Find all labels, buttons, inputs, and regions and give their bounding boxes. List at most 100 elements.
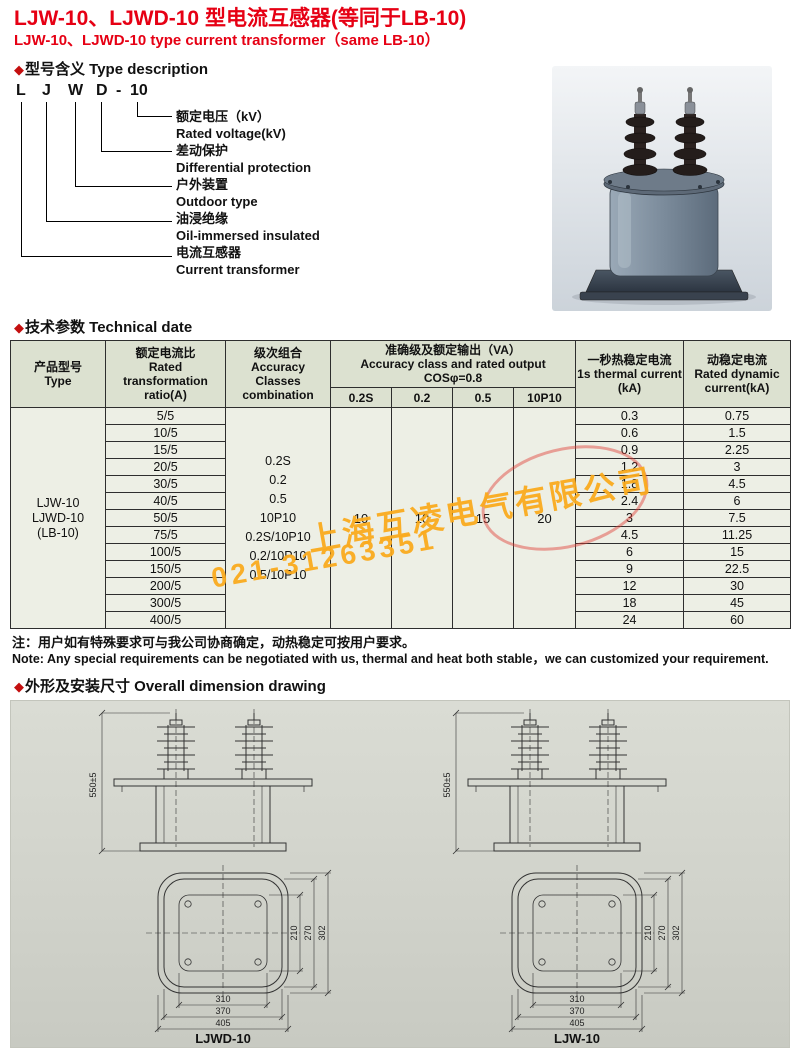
dynamic-cell: 4.5 xyxy=(683,475,792,493)
thermal-cell: 0.6 xyxy=(575,424,685,442)
note-cn: 注：用户如有特殊要求可与我公司协商确定，动热稳定可按用户要求。 xyxy=(12,635,416,650)
desc-cn: 差动保护 xyxy=(176,143,229,158)
dynamic-cell: 6 xyxy=(683,492,792,510)
header-thermal: 一秒热稳定电流 1s thermal current (kA) xyxy=(575,340,685,408)
code-letter-l: L xyxy=(16,82,26,99)
ratio-cell: 400/5 xyxy=(105,611,226,629)
accuracy-cell: 0.2S 0.2 0.5 10P10 0.2S/10P10 0.2/10P10 … xyxy=(225,407,331,629)
desc-en: Differential protection xyxy=(176,160,312,175)
header-sub-02s: 0.2S xyxy=(330,387,392,408)
desc-en: Outdoor type xyxy=(176,194,258,209)
dynamic-cell: 30 xyxy=(683,577,792,595)
desc-en: Rated voltage(kV) xyxy=(176,126,286,141)
ratio-cell: 30/5 xyxy=(105,475,226,493)
product-photo xyxy=(552,66,772,311)
ratio-cell: 150/5 xyxy=(105,560,226,578)
type-cell: LJW-10 LJWD-10 (LB-10) xyxy=(10,407,106,629)
dimension-drawing-panel: LJWD-10 LJW-10 xyxy=(10,700,790,1048)
ratio-cell: 300/5 xyxy=(105,594,226,612)
connector-line xyxy=(137,102,172,117)
thermal-cell: 6 xyxy=(575,543,685,561)
type-code-descriptions: 额定电压（kV） Rated voltage(kV) 差动保护 Differen… xyxy=(176,108,320,278)
connector-line xyxy=(101,102,172,152)
section-heading-dimension-drawing: ◆外形及安装尺寸 Overall dimension drawing xyxy=(14,675,800,696)
header-sub-02: 0.2 xyxy=(391,387,453,408)
desc-cn: 电流互感器 xyxy=(176,245,242,260)
thermal-cell: 1.2 xyxy=(575,458,685,476)
code-letter-w: W xyxy=(68,82,84,99)
dynamic-cell: 11.25 xyxy=(683,526,792,544)
code-letter-d: D xyxy=(96,82,108,99)
transformer-photo-illustration xyxy=(552,66,772,311)
header-type: 产品型号 Type xyxy=(10,340,106,408)
technical-parameters-table: 产品型号 Type 额定电流比 Rated transformation rat… xyxy=(10,340,792,629)
type-code-diagram: L J W D - 10 额定电压（kV） Rated voltage(kV) … xyxy=(0,66,800,311)
code-letter-j: J xyxy=(42,82,51,99)
code-letter-hyphen: - xyxy=(116,82,122,99)
figure-ljwd10: LJWD-10 xyxy=(58,707,388,1047)
output-05-cell: 15 xyxy=(452,407,514,629)
diamond-icon: ◆ xyxy=(14,320,24,335)
section-label: 技术参数 Technical date xyxy=(25,319,193,336)
ratio-cell: 5/5 xyxy=(105,407,226,425)
connector-line xyxy=(21,102,172,257)
ratio-cell: 200/5 xyxy=(105,577,226,595)
desc-en: Oil-immersed insulated xyxy=(176,228,320,243)
thermal-cell: 4.5 xyxy=(575,526,685,544)
ratio-cell: 20/5 xyxy=(105,458,226,476)
header-dynamic: 动稳定电流 Rated dynamic current(kA) xyxy=(683,340,792,408)
dynamic-cell: 22.5 xyxy=(683,560,792,578)
ratio-cell: 40/5 xyxy=(105,492,226,510)
dimension-drawing-ljw10 xyxy=(441,708,686,1033)
thermal-cell: 3 xyxy=(575,509,685,527)
desc-cn: 户外装置 xyxy=(176,177,229,192)
thermal-cell: 2.4 xyxy=(575,492,685,510)
header-accuracy: 级次组合 Accuracy Classes combination xyxy=(225,340,331,408)
dynamic-cell: 2.25 xyxy=(683,441,792,459)
dimension-drawing-ljwd10 xyxy=(87,708,332,1033)
header-output-group: 准确级及额定输出（VA） Accuracy class and rated ou… xyxy=(329,340,577,388)
desc-cn: 额定电压（kV） xyxy=(176,109,270,124)
code-letter-10: 10 xyxy=(130,82,148,99)
ratio-cell: 75/5 xyxy=(105,526,226,544)
thermal-cell: 0.9 xyxy=(575,441,685,459)
ratio-cell: 100/5 xyxy=(105,543,226,561)
page-subtitle: LJW-10、LJWD-10 type current transformer（… xyxy=(14,32,440,49)
desc-cn: 油浸绝缘 xyxy=(176,211,229,226)
output-02-cell: 10 xyxy=(391,407,453,629)
header-sub-10p10: 10P10 xyxy=(512,387,577,408)
note-en: Note: Any special requirements can be ne… xyxy=(12,652,769,666)
table-header-row: 产品型号 Type 额定电流比 Rated transformation rat… xyxy=(10,340,792,408)
thermal-cell: 0.3 xyxy=(575,407,685,425)
dynamic-cell: 1.5 xyxy=(683,424,792,442)
figure-ljw10: LJW-10 xyxy=(412,707,742,1047)
thermal-cell: 18 xyxy=(575,594,685,612)
figure-caption-ljw10: LJW-10 xyxy=(554,1031,600,1046)
thermal-cell: 12 xyxy=(575,577,685,595)
thermal-cell: 24 xyxy=(575,611,685,629)
section-heading-technical-data: ◆技术参数 Technical date xyxy=(14,316,800,337)
table-row: LJW-10 LJWD-10 (LB-10) 5/5 0.2S 0.2 0.5 … xyxy=(10,407,792,629)
thermal-cell: 9 xyxy=(575,560,685,578)
section-label: 型号含义 Type description xyxy=(25,61,209,78)
header-sub-05: 0.5 xyxy=(452,387,514,408)
insulator-left xyxy=(622,87,658,176)
header: LJW-10、LJWD-10 型电流互感器(等同于LB-10) LJW-10、L… xyxy=(0,0,800,50)
notes: 注：用户如有特殊要求可与我公司协商确定，动热稳定可按用户要求。 Note: An… xyxy=(12,634,788,667)
dynamic-cell: 7.5 xyxy=(683,509,792,527)
dynamic-cell: 15 xyxy=(683,543,792,561)
section-label: 外形及安装尺寸 Overall dimension drawing xyxy=(25,678,326,695)
ratio-cell: 15/5 xyxy=(105,441,226,459)
connector-line xyxy=(75,102,172,187)
technical-table-wrap: 产品型号 Type 额定电流比 Rated transformation rat… xyxy=(10,340,792,629)
ratio-cell: 10/5 xyxy=(105,424,226,442)
page-title: LJW-10、LJWD-10 型电流互感器(等同于LB-10) xyxy=(14,7,467,30)
output-02s-cell: 10 xyxy=(330,407,392,629)
